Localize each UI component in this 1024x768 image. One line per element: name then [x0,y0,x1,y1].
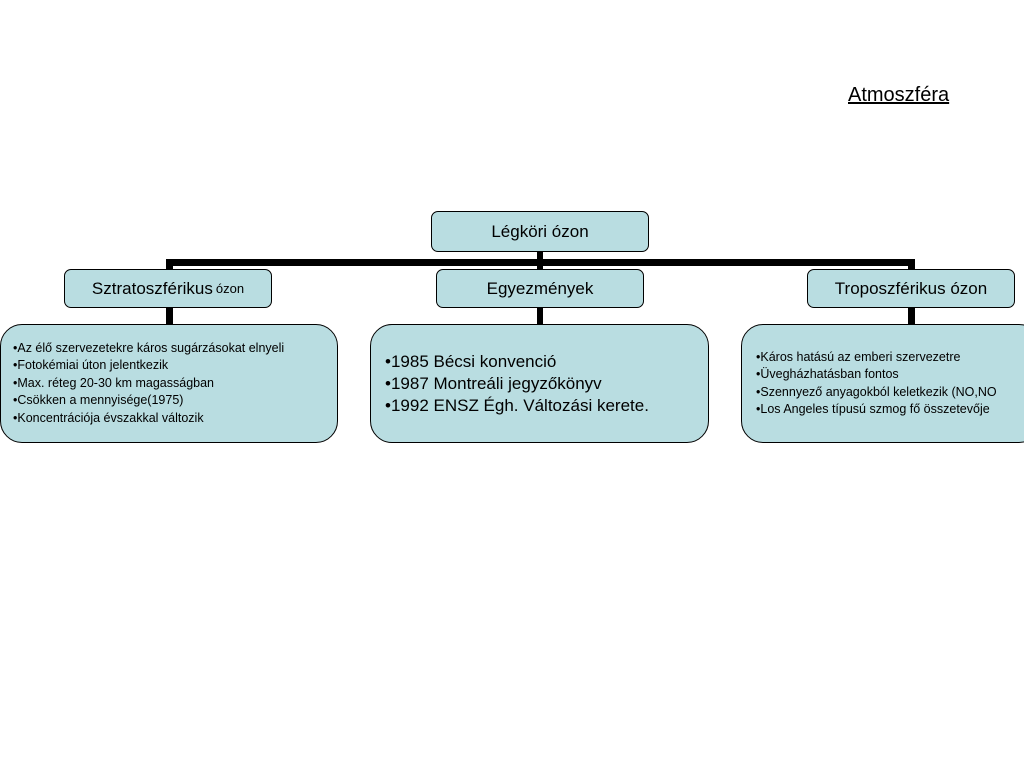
list-item: •Csökken a mennyisége(1975) [13,393,184,408]
list-item: •Koncentrációja évszakkal változik [13,410,204,425]
list-item: •Káros hatású az emberi szervezetre [756,349,961,364]
detail-list: •Az élő szervezetekre káros sugárzásokat… [13,340,337,428]
branch-node-label-suffix: ózon [215,281,245,296]
branch-node-label: Sztratoszférikus [91,278,213,298]
connector-to-left-node [166,259,173,270]
branch-node-label: Egyezmények [486,278,594,298]
connector-to-mid-node [537,259,543,270]
detail-list: •Káros hatású az emberi szervezetre •Üve… [756,349,1024,419]
connector-left-detail [166,307,173,324]
list-item: •Fotokémiai úton jelentkezik [13,358,169,373]
connector-mid-detail [537,307,543,324]
connector-to-right-node [908,259,915,270]
root-node-label: Légköri ózon [491,221,589,241]
root-node: Légköri ózon [431,211,649,252]
list-item: •1992 ENSZ Égh. Változási kerete. [385,395,649,415]
branch-node-label: Troposzférikus ózon [834,278,988,298]
list-item: •Los Angeles típusú szmog fő összetevője [756,402,990,416]
list-item: •Szennyező anyagokból keletkezik (NO,NO [756,384,997,399]
list-item: •Az élő szervezetekre káros sugárzásokat… [13,340,285,355]
branch-node-tropospheric: Troposzférikus ózon [807,269,1015,308]
connector-root-down [537,251,543,263]
branch-node-stratospheric: Sztratoszférikus ózon [64,269,272,308]
detail-box-stratospheric: •Az élő szervezetekre káros sugárzásokat… [0,324,338,443]
connector-right-detail [908,307,915,324]
list-item: •1987 Montreáli jegyzőkönyv [385,373,602,393]
detail-box-tropospheric: •Káros hatású az emberi szervezetre •Üve… [741,324,1024,443]
list-item: •Max. réteg 20-30 km magasságban [13,375,215,390]
detail-box-agreements: •1985 Bécsi konvenció •1987 Montreáli je… [370,324,709,443]
list-item: •1985 Bécsi konvenció [385,351,557,371]
list-item: •Üvegházhatásban fontos [756,367,899,381]
slide-title: Atmoszféra [848,84,950,106]
detail-list: •1985 Bécsi konvenció •1987 Montreáli je… [385,351,708,417]
branch-node-agreements: Egyezmények [436,269,644,308]
